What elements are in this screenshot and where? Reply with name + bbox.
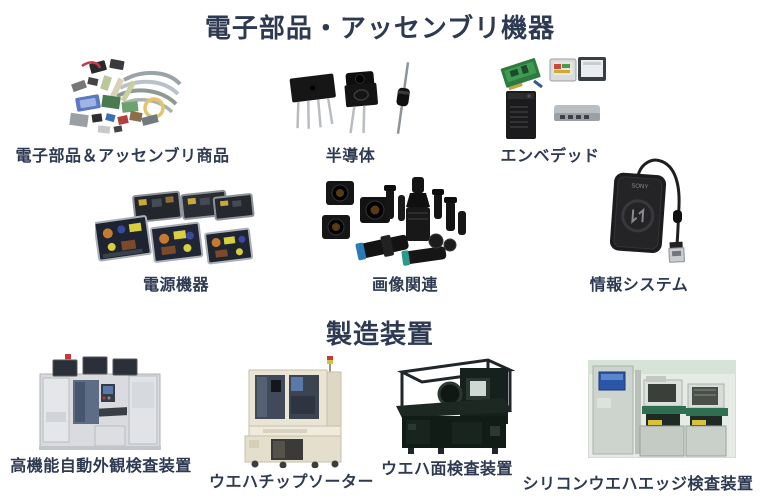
category-image-edge-inspection[interactable] (588, 360, 736, 458)
wafer-chip-sorter-machine-photo (244, 356, 342, 468)
category-label-components[interactable]: 電子部品＆アッセンブリ商品 (15, 148, 230, 165)
svg-text:SONY: SONY (631, 183, 648, 190)
category-label-info-systems[interactable]: 情報システム (589, 277, 689, 294)
category-image-embedded[interactable] (498, 55, 608, 142)
embedded-systems-photo (500, 57, 606, 139)
section-title-manufacturing: 製造装置 (325, 319, 434, 349)
silicon-wafer-edge-inspection-machine-photo (588, 360, 736, 458)
category-image-chip-sorter[interactable] (233, 356, 355, 468)
category-label-visual-inspection[interactable]: 高機能自動外観検査装置 (10, 458, 192, 475)
category-image-power-supplies[interactable] (95, 183, 257, 267)
category-label-chip-sorter[interactable]: ウエハチップソーター (209, 474, 375, 491)
category-image-components[interactable] (62, 52, 187, 142)
nfc-usb-reader-photo: SONY (609, 158, 685, 263)
automated-visual-inspection-machine-photo (39, 354, 161, 450)
semiconductor-packages-photo (289, 62, 410, 134)
section-title-electronics: 電子部品・アッセンブリ機器 (204, 13, 556, 43)
category-label-power-supplies[interactable]: 電源機器 (142, 277, 209, 294)
category-image-cameras[interactable] (312, 175, 470, 267)
category-image-surface-inspection[interactable] (392, 350, 517, 455)
category-image-semiconductors[interactable] (283, 60, 418, 138)
category-label-semiconductors[interactable]: 半導体 (325, 148, 376, 165)
electronic-components-assortment-photo (69, 59, 182, 134)
category-label-surface-inspection[interactable]: ウエハ面検査装置 (380, 461, 513, 478)
industrial-cameras-lenses-photo (322, 177, 466, 266)
category-image-visual-inspection[interactable] (35, 352, 165, 452)
category-label-embedded[interactable]: エンベデッド (500, 148, 600, 165)
wafer-surface-inspection-machine-photo (396, 358, 516, 454)
category-image-info-systems[interactable]: SONY (600, 158, 700, 266)
power-supply-units-photo (95, 189, 255, 265)
category-label-imaging[interactable]: 画像関連 (371, 277, 438, 294)
category-label-edge-inspection[interactable]: シリコンウエハエッジ検査装置 (522, 476, 754, 493)
